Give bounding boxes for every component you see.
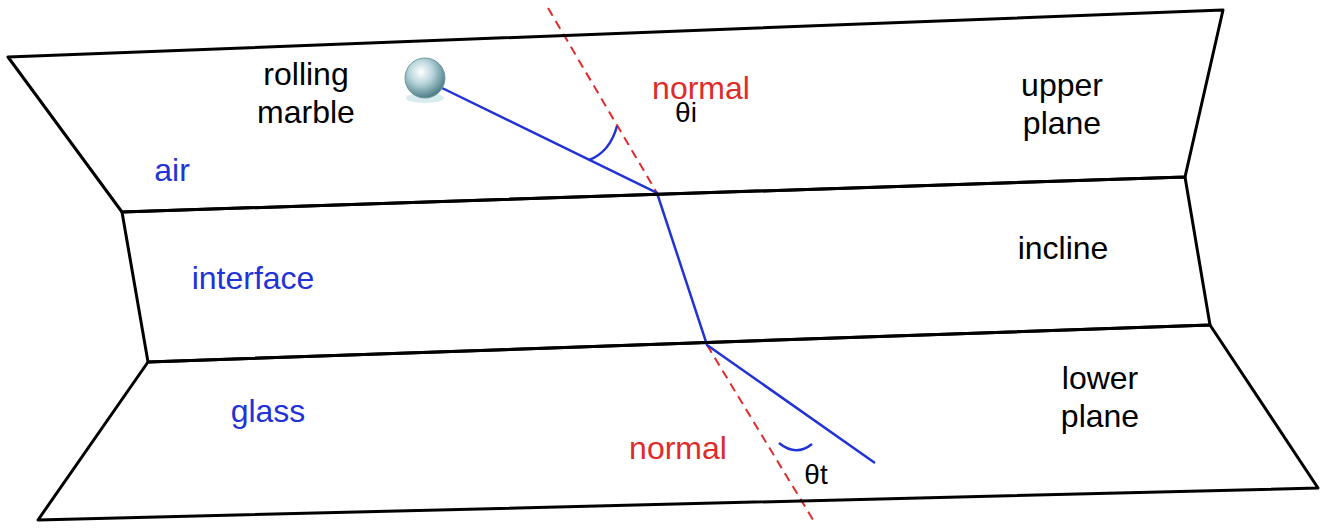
normal-label: normal	[603, 429, 753, 467]
plane-label: lower plane	[1035, 359, 1165, 435]
marble	[405, 58, 445, 98]
lower-plane: glass normal θt lower plane	[38, 325, 1318, 520]
marble-label: rolling marble	[231, 55, 381, 131]
angle-arc	[589, 126, 617, 160]
angle-arc	[779, 443, 812, 450]
interface-label: interface	[153, 259, 353, 297]
angle-label: θt	[786, 458, 846, 492]
medium-label: air	[132, 151, 212, 189]
plane-label: upper plane	[997, 66, 1127, 142]
angle-label: θi	[656, 96, 716, 130]
plane-outline	[122, 177, 1210, 362]
normal-label: normal	[626, 69, 776, 107]
incline-band: interface incline	[122, 177, 1210, 362]
marble-path	[440, 87, 875, 463]
plane-outline	[38, 325, 1318, 520]
plane-label: incline	[983, 229, 1143, 267]
medium-label: glass	[208, 392, 328, 430]
